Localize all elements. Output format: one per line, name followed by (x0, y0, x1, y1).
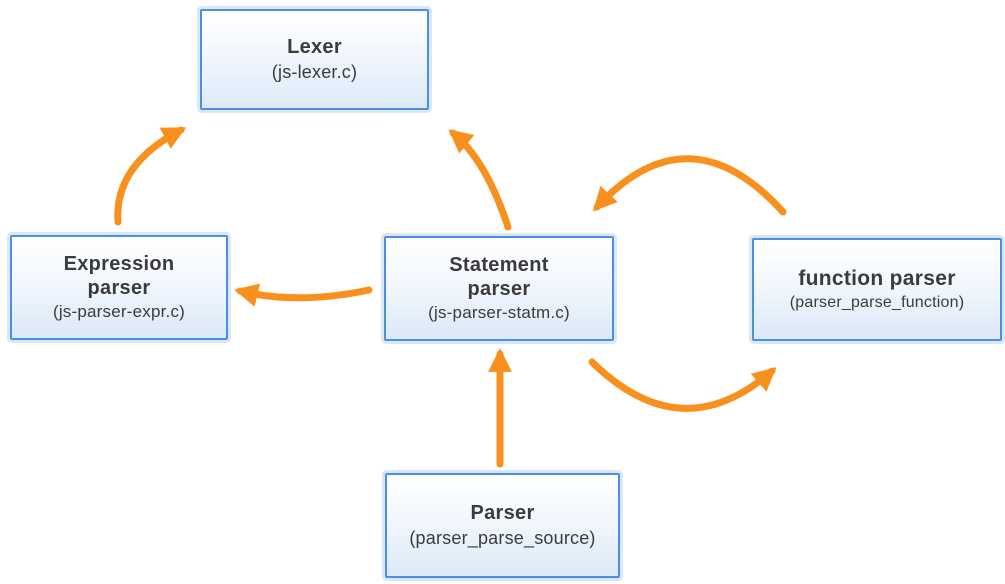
node-expression-parser-subtitle: (js-parser-expr.c) (52, 302, 186, 322)
node-function-parser-subtitle: (parser_parse_function) (789, 293, 965, 311)
arrow-statement-parser-to-lexer (448, 129, 512, 231)
node-expression-parser: Expression parser (js-parser-expr.c) (10, 235, 228, 340)
node-expression-parser-title: Expression parser (63, 252, 175, 299)
node-function-parser: function parser (parser_parse_function) (752, 238, 1002, 341)
node-statement-parser-title: Statement parser (449, 253, 549, 300)
arrow-expression-parser-to-lexer (114, 126, 187, 226)
node-statement-parser: Statement parser (js-parser-statm.c) (384, 236, 614, 341)
node-lexer-subtitle: (js-lexer.c) (271, 61, 358, 82)
arrow-statement-parser-to-function-parser (588, 358, 777, 412)
node-parser-subtitle: (parser_parse_source) (409, 527, 596, 548)
node-lexer: Lexer (js-lexer.c) (200, 9, 429, 110)
node-parser: Parser (parser_parse_source) (385, 473, 620, 578)
node-statement-parser-subtitle: (js-parser-statm.c) (428, 303, 570, 323)
arrow-function-parser-to-statement-parser (592, 155, 787, 216)
node-parser-title: Parser (470, 502, 535, 525)
arrow-statement-parser-to-expression-parser (234, 283, 373, 307)
node-function-parser-title: function parser (798, 267, 956, 291)
node-lexer-title: Lexer (287, 36, 342, 59)
